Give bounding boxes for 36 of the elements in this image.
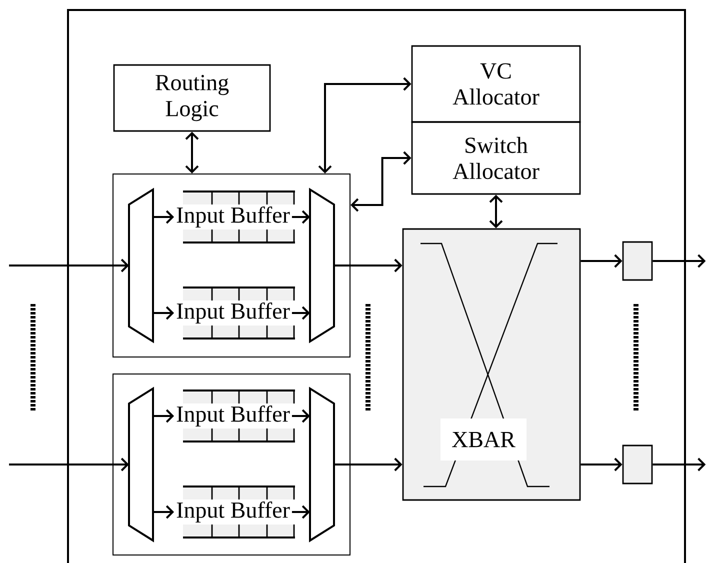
arrow <box>334 258 402 272</box>
input-buffer: Input Buffer <box>176 390 295 442</box>
output-register <box>622 444 653 484</box>
arrow <box>292 210 310 224</box>
input-buffer: Input Buffer <box>176 286 295 340</box>
arrow <box>9 258 129 272</box>
arrow <box>185 132 199 174</box>
arrow <box>489 194 503 228</box>
input-unit-box <box>112 174 350 358</box>
node-label: Input Buffer <box>176 302 290 324</box>
arrow <box>318 77 412 174</box>
arrow <box>292 306 310 320</box>
block-box: Switch Allocator <box>411 121 581 195</box>
arrow <box>153 306 174 320</box>
input-buffer: Input Buffer <box>176 190 295 244</box>
input-unit-box <box>112 374 350 556</box>
arrow <box>350 151 412 212</box>
input-buffer: Input Buffer <box>176 486 295 538</box>
node-label: Input Buffer <box>176 206 290 228</box>
block-box: Routing Logic <box>113 64 271 132</box>
arrow <box>652 254 706 268</box>
arrow <box>580 254 622 268</box>
arrow <box>153 505 174 519</box>
output-register <box>622 241 653 281</box>
arrow <box>292 409 310 423</box>
node-label: Input Buffer <box>176 405 290 427</box>
arrow <box>652 458 706 472</box>
arrow <box>334 458 402 472</box>
arrow <box>153 210 174 224</box>
arrow <box>292 505 310 519</box>
arrow <box>580 458 622 472</box>
node-label: Input Buffer <box>176 501 290 523</box>
block-box: VC Allocator <box>411 45 581 123</box>
arrow <box>153 409 174 423</box>
arrow <box>9 458 129 472</box>
crossbar-box: XBAR <box>402 228 581 501</box>
